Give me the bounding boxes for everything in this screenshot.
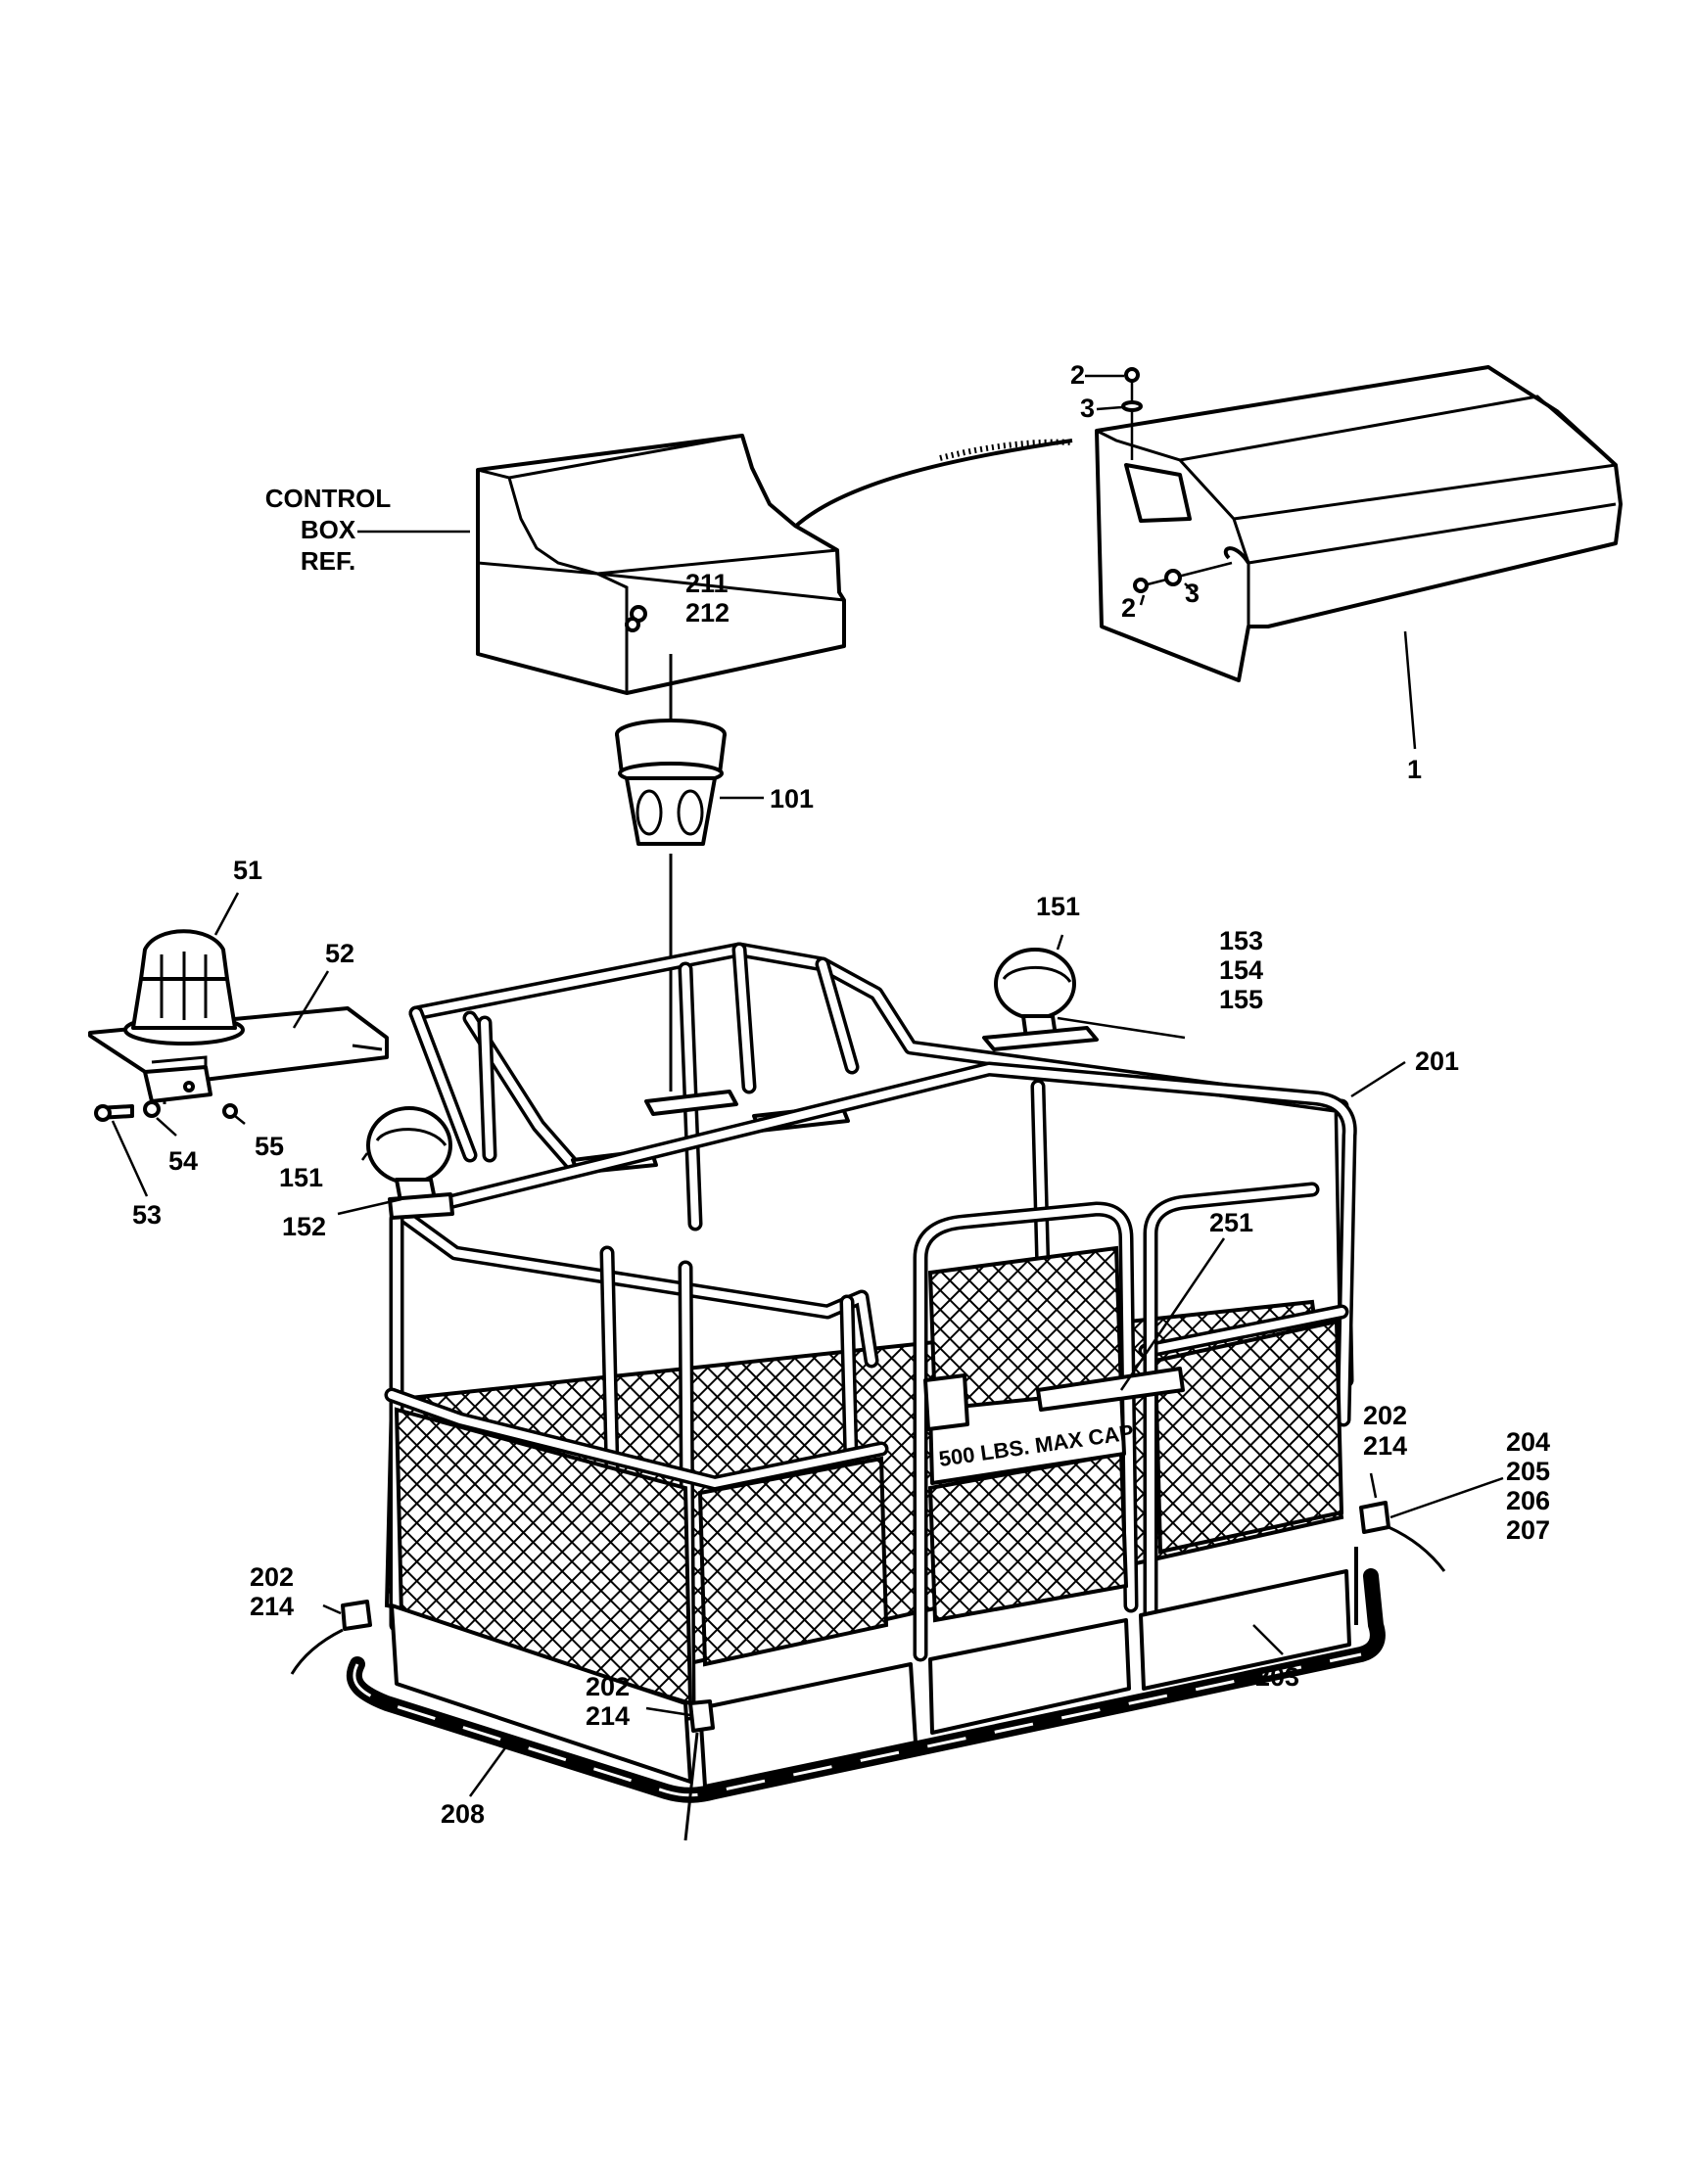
callout-153: 153 bbox=[1219, 926, 1263, 955]
callout-51: 51 bbox=[233, 856, 262, 885]
beacon-bolt bbox=[94, 1100, 238, 1122]
callout-214-front: 214 bbox=[586, 1701, 630, 1731]
callout-212: 212 bbox=[685, 598, 730, 627]
corner-bracket-right bbox=[1359, 1501, 1446, 1572]
callout-151-left: 151 bbox=[279, 1163, 323, 1192]
callout-205: 205 bbox=[1506, 1457, 1550, 1486]
side-mesh-panel bbox=[1153, 1319, 1344, 1555]
beacon-leader bbox=[213, 892, 240, 936]
corner-bracket-left bbox=[290, 1600, 372, 1675]
mount-leader bbox=[1057, 1016, 1186, 1040]
front-right-mesh-panel bbox=[697, 1456, 889, 1667]
work-light-left-leader bbox=[360, 1152, 369, 1161]
callout-251: 251 bbox=[1209, 1208, 1253, 1237]
callout-204: 204 bbox=[1506, 1427, 1550, 1457]
platform-base bbox=[390, 1547, 1358, 1789]
callout-202-front: 202 bbox=[586, 1672, 630, 1701]
callout-101: 101 bbox=[770, 784, 814, 813]
callout-203: 203 bbox=[1255, 1662, 1299, 1692]
bumper-front-leader bbox=[468, 1742, 511, 1797]
work-light-left bbox=[366, 1106, 454, 1220]
left-bracket-leader bbox=[322, 1603, 342, 1615]
control-box-cover bbox=[1095, 365, 1623, 682]
bracket-leader bbox=[292, 970, 330, 1029]
beacon-light bbox=[123, 929, 245, 1046]
front-bracket-leader bbox=[645, 1706, 691, 1717]
callout-201: 201 bbox=[1415, 1046, 1459, 1076]
callout-55: 55 bbox=[255, 1132, 284, 1161]
callout-54: 54 bbox=[168, 1146, 198, 1176]
mount-plate bbox=[644, 1090, 738, 1116]
callout-206: 206 bbox=[1506, 1486, 1550, 1515]
control-box bbox=[476, 434, 846, 695]
washer-leader bbox=[156, 1117, 177, 1137]
callout-202-left: 202 bbox=[250, 1562, 294, 1592]
control-box-label: CONTROL BOX REF. bbox=[265, 484, 470, 576]
callout-152: 152 bbox=[282, 1212, 326, 1241]
callout-53: 53 bbox=[132, 1200, 162, 1230]
callout-52: 52 bbox=[325, 939, 354, 968]
cover-top-screw bbox=[1085, 367, 1143, 460]
cover-leader bbox=[1403, 630, 1417, 750]
bumper-side-leader bbox=[1252, 1624, 1284, 1655]
control-cable bbox=[793, 439, 1073, 529]
beacon-bracket bbox=[88, 1006, 389, 1104]
callout-151-right: 151 bbox=[1036, 892, 1080, 921]
nut-leader bbox=[234, 1115, 246, 1125]
mid-rail bbox=[384, 1304, 1349, 1491]
control-box-label-line3: REF. bbox=[301, 546, 355, 576]
dome-light bbox=[615, 719, 727, 846]
callouts: 2 3 2 3 1 211 212 101 51 52 53 54 55 151… bbox=[132, 360, 1550, 1829]
callout-211: 211 bbox=[685, 569, 729, 598]
callout-2-side: 2 bbox=[1121, 593, 1136, 623]
control-box-label-line1: CONTROL bbox=[265, 484, 392, 513]
corner-bracket-front bbox=[683, 1699, 715, 1841]
callout-214-left: 214 bbox=[250, 1592, 294, 1621]
callout-154: 154 bbox=[1219, 955, 1263, 985]
callout-202-right: 202 bbox=[1363, 1401, 1407, 1430]
callout-1: 1 bbox=[1407, 755, 1422, 784]
control-box-label-line2: BOX bbox=[301, 515, 356, 544]
hardware-leader bbox=[1389, 1476, 1504, 1519]
callout-3-top: 3 bbox=[1080, 394, 1095, 423]
top-rail-leader bbox=[1350, 1060, 1406, 1098]
work-light-right bbox=[982, 948, 1099, 1051]
light-base-leader bbox=[337, 1197, 402, 1216]
cover-side-screw bbox=[1133, 561, 1233, 606]
callout-208: 208 bbox=[441, 1799, 485, 1829]
callout-207: 207 bbox=[1506, 1515, 1550, 1545]
callout-155: 155 bbox=[1219, 985, 1263, 1014]
stencil-leader bbox=[1119, 1237, 1226, 1391]
platform-bumper bbox=[346, 1568, 1386, 1803]
platform-gate: 500 LBS. MAX CAP. bbox=[913, 1182, 1320, 1662]
right-bracket-leader bbox=[1369, 1472, 1378, 1499]
callout-3-side: 3 bbox=[1185, 579, 1200, 608]
bolt-leader bbox=[111, 1120, 149, 1197]
callout-214-right: 214 bbox=[1363, 1431, 1407, 1461]
work-light-right-leader bbox=[1056, 934, 1064, 951]
callout-2-top: 2 bbox=[1070, 360, 1085, 390]
